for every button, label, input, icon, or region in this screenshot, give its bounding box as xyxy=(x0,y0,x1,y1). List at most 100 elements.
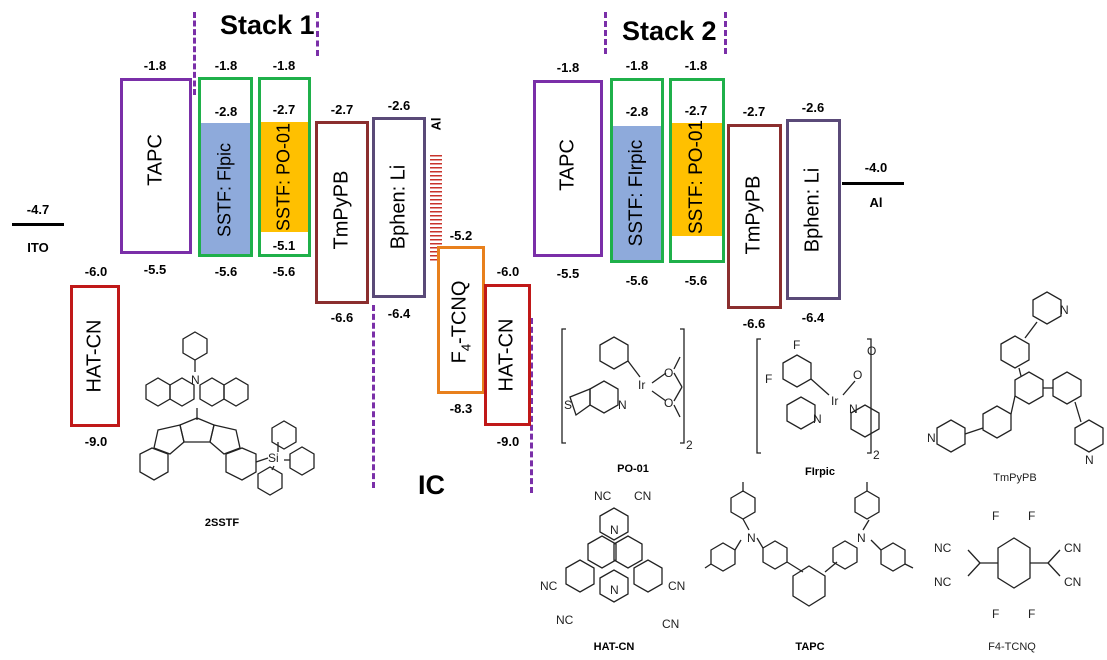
svg-text:O: O xyxy=(853,368,862,382)
tmpypb1-label: TmPyPB xyxy=(330,170,353,250)
f4tcnq-top: -5.2 xyxy=(449,228,473,243)
hatcn1-box xyxy=(70,285,120,427)
stack2-divider-left xyxy=(604,12,607,54)
svg-text:Si: Si xyxy=(268,451,279,465)
hatcn-caption: HAT-CN xyxy=(593,641,635,653)
firpic-caption: FIrpic xyxy=(805,466,835,478)
bphen2-label: Bphen: Li xyxy=(801,167,824,253)
ic-title: IC xyxy=(418,470,445,500)
hatcn2-top: -6.0 xyxy=(496,264,520,279)
tapc1-box xyxy=(120,78,192,254)
hatcn-structure: NC CN NC CN NC CN N N xyxy=(540,489,685,631)
bphen1-box xyxy=(372,117,426,298)
bphen1-bottom: -6.4 xyxy=(387,306,411,321)
tmpypb1-box xyxy=(315,121,369,304)
bphen1-label: Bphen: Li xyxy=(387,164,410,250)
tapc2-bottom: -5.5 xyxy=(556,266,580,281)
stack1-title: Stack 1 xyxy=(220,10,315,40)
svg-text:F: F xyxy=(992,607,999,621)
sstf-po01-2-bottom: -5.6 xyxy=(684,273,708,288)
svg-text:N: N xyxy=(849,402,858,416)
ito-label: ITO xyxy=(27,240,49,255)
ito-level: -4.7 xyxy=(26,202,50,217)
sstf-po01-1-bottom-inner: -5.1 xyxy=(272,238,296,253)
svg-text:CN: CN xyxy=(1064,575,1081,589)
sstf-po01-1-fill xyxy=(261,122,308,232)
svg-text:N: N xyxy=(1085,453,1094,467)
svg-text:O: O xyxy=(867,344,876,358)
tapc2-label: TAPC xyxy=(556,139,579,191)
svg-text:Ir: Ir xyxy=(831,394,838,408)
sstf-firpic2-fill xyxy=(613,126,661,260)
hatcn1-label: HAT-CN xyxy=(83,319,106,393)
f4tcnq-structure: F F F F NC NC CN CN xyxy=(934,509,1081,621)
sstf-flpic1-bottom: -5.6 xyxy=(214,264,238,279)
svg-text:N: N xyxy=(610,583,619,597)
hatcn1-top: -6.0 xyxy=(84,264,108,279)
sstf-firpic2-label: SSTF: FIrpic xyxy=(626,139,647,247)
al-ic-label: Al xyxy=(428,117,444,131)
al-cathode-level: -4.0 xyxy=(864,160,888,175)
tmpypb2-top: -2.7 xyxy=(742,104,766,119)
sstf-flpic1-label: SSTF: Flpic xyxy=(214,142,235,238)
hatcn1-bottom: -9.0 xyxy=(84,434,108,449)
stack2-divider-right xyxy=(724,12,727,54)
svg-text:F: F xyxy=(793,338,800,352)
tapc-structure: N N xyxy=(704,482,914,607)
po01-structure: 2 Ir N S O O xyxy=(561,328,693,452)
hatcn2-bottom: -9.0 xyxy=(496,434,520,449)
tmpypb-structure: N N N xyxy=(927,291,1104,467)
svg-text:S: S xyxy=(564,398,572,412)
svg-text:NC: NC xyxy=(594,489,612,503)
svg-text:N: N xyxy=(618,398,627,412)
tmpypb-caption: TmPyPB xyxy=(993,472,1037,484)
svg-text:F: F xyxy=(992,509,999,523)
bphen2-box xyxy=(786,119,841,300)
svg-text:F: F xyxy=(765,372,772,386)
tmpypb1-bottom: -6.6 xyxy=(330,310,354,325)
sstf-po01-2-label: SSTF: PO-01 xyxy=(686,119,707,235)
svg-text:F: F xyxy=(1028,607,1035,621)
sstf-po01-1-top-outer: -1.8 xyxy=(272,58,296,73)
sstf-flpic1-top-outer: -1.8 xyxy=(214,58,238,73)
ic-divider-right xyxy=(530,318,533,493)
svg-text:N: N xyxy=(857,531,866,545)
tmpypb2-label: TmPyPB xyxy=(742,175,765,255)
stack1-divider-right xyxy=(316,12,319,56)
svg-text:CN: CN xyxy=(668,579,685,593)
sstf-po01-1-top-inner: -2.7 xyxy=(272,102,296,117)
svg-text:F: F xyxy=(1028,509,1035,523)
firpic-structure: 2 F F Ir N O O N xyxy=(756,338,880,462)
svg-text:NC: NC xyxy=(540,579,558,593)
sstf-firpic2-top-inner: -2.8 xyxy=(625,104,649,119)
po01-caption: PO-01 xyxy=(617,463,649,475)
f4tcnq-box xyxy=(437,246,485,394)
svg-text:Ir: Ir xyxy=(638,378,645,392)
svg-text:2: 2 xyxy=(873,448,880,462)
bphen2-top: -2.6 xyxy=(801,100,825,115)
sstf-po01-2-fill xyxy=(672,123,722,236)
stack1-divider-left xyxy=(193,12,196,95)
svg-text:2: 2 xyxy=(686,438,693,452)
hatcn2-box xyxy=(484,284,531,426)
bphen1-top: -2.6 xyxy=(387,98,411,113)
svg-text:N: N xyxy=(1060,303,1069,317)
tmpypb2-bottom: -6.6 xyxy=(742,316,766,331)
hatcn2-label: HAT-CN xyxy=(495,318,518,392)
svg-text:CN: CN xyxy=(1064,541,1081,555)
f4tcnq-caption: F4-TCNQ xyxy=(988,641,1036,653)
ic-divider-left xyxy=(372,305,375,488)
svg-text:N: N xyxy=(191,373,200,387)
f4tcnq-bottom: -8.3 xyxy=(449,401,473,416)
svg-text:N: N xyxy=(927,431,936,445)
tapc1-label: TAPC xyxy=(144,134,167,186)
al-cathode-label: Al xyxy=(869,195,883,210)
tapc1-bottom: -5.5 xyxy=(143,262,167,277)
sstf-caption: 2SSTF xyxy=(204,517,240,529)
al-ic-dashed-line xyxy=(430,155,442,263)
svg-text:NC: NC xyxy=(556,613,574,627)
sstf-po01-1-label: SSTF: PO-01 xyxy=(273,122,294,232)
tmpypb2-box xyxy=(727,124,782,309)
svg-text:O: O xyxy=(664,366,673,380)
